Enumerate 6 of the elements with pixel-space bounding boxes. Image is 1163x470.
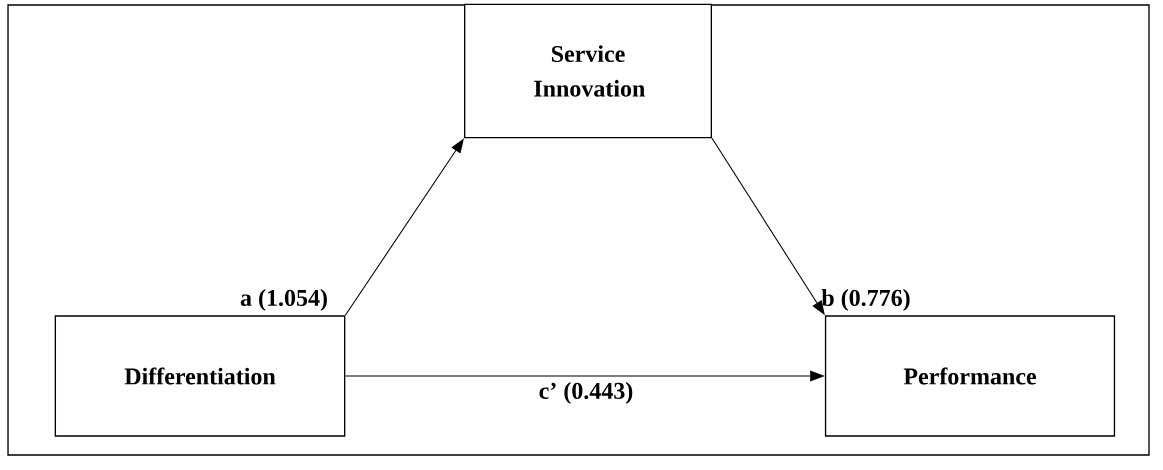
box: Differentiation (54, 315, 346, 437)
box: Performance (824, 315, 1116, 437)
edge-label: a (1.054) (240, 289, 327, 311)
edge-label: c’ (0.443) (539, 382, 633, 404)
box: Service Innovation (464, 3, 712, 139)
edge-label: b (0.776) (821, 289, 910, 311)
